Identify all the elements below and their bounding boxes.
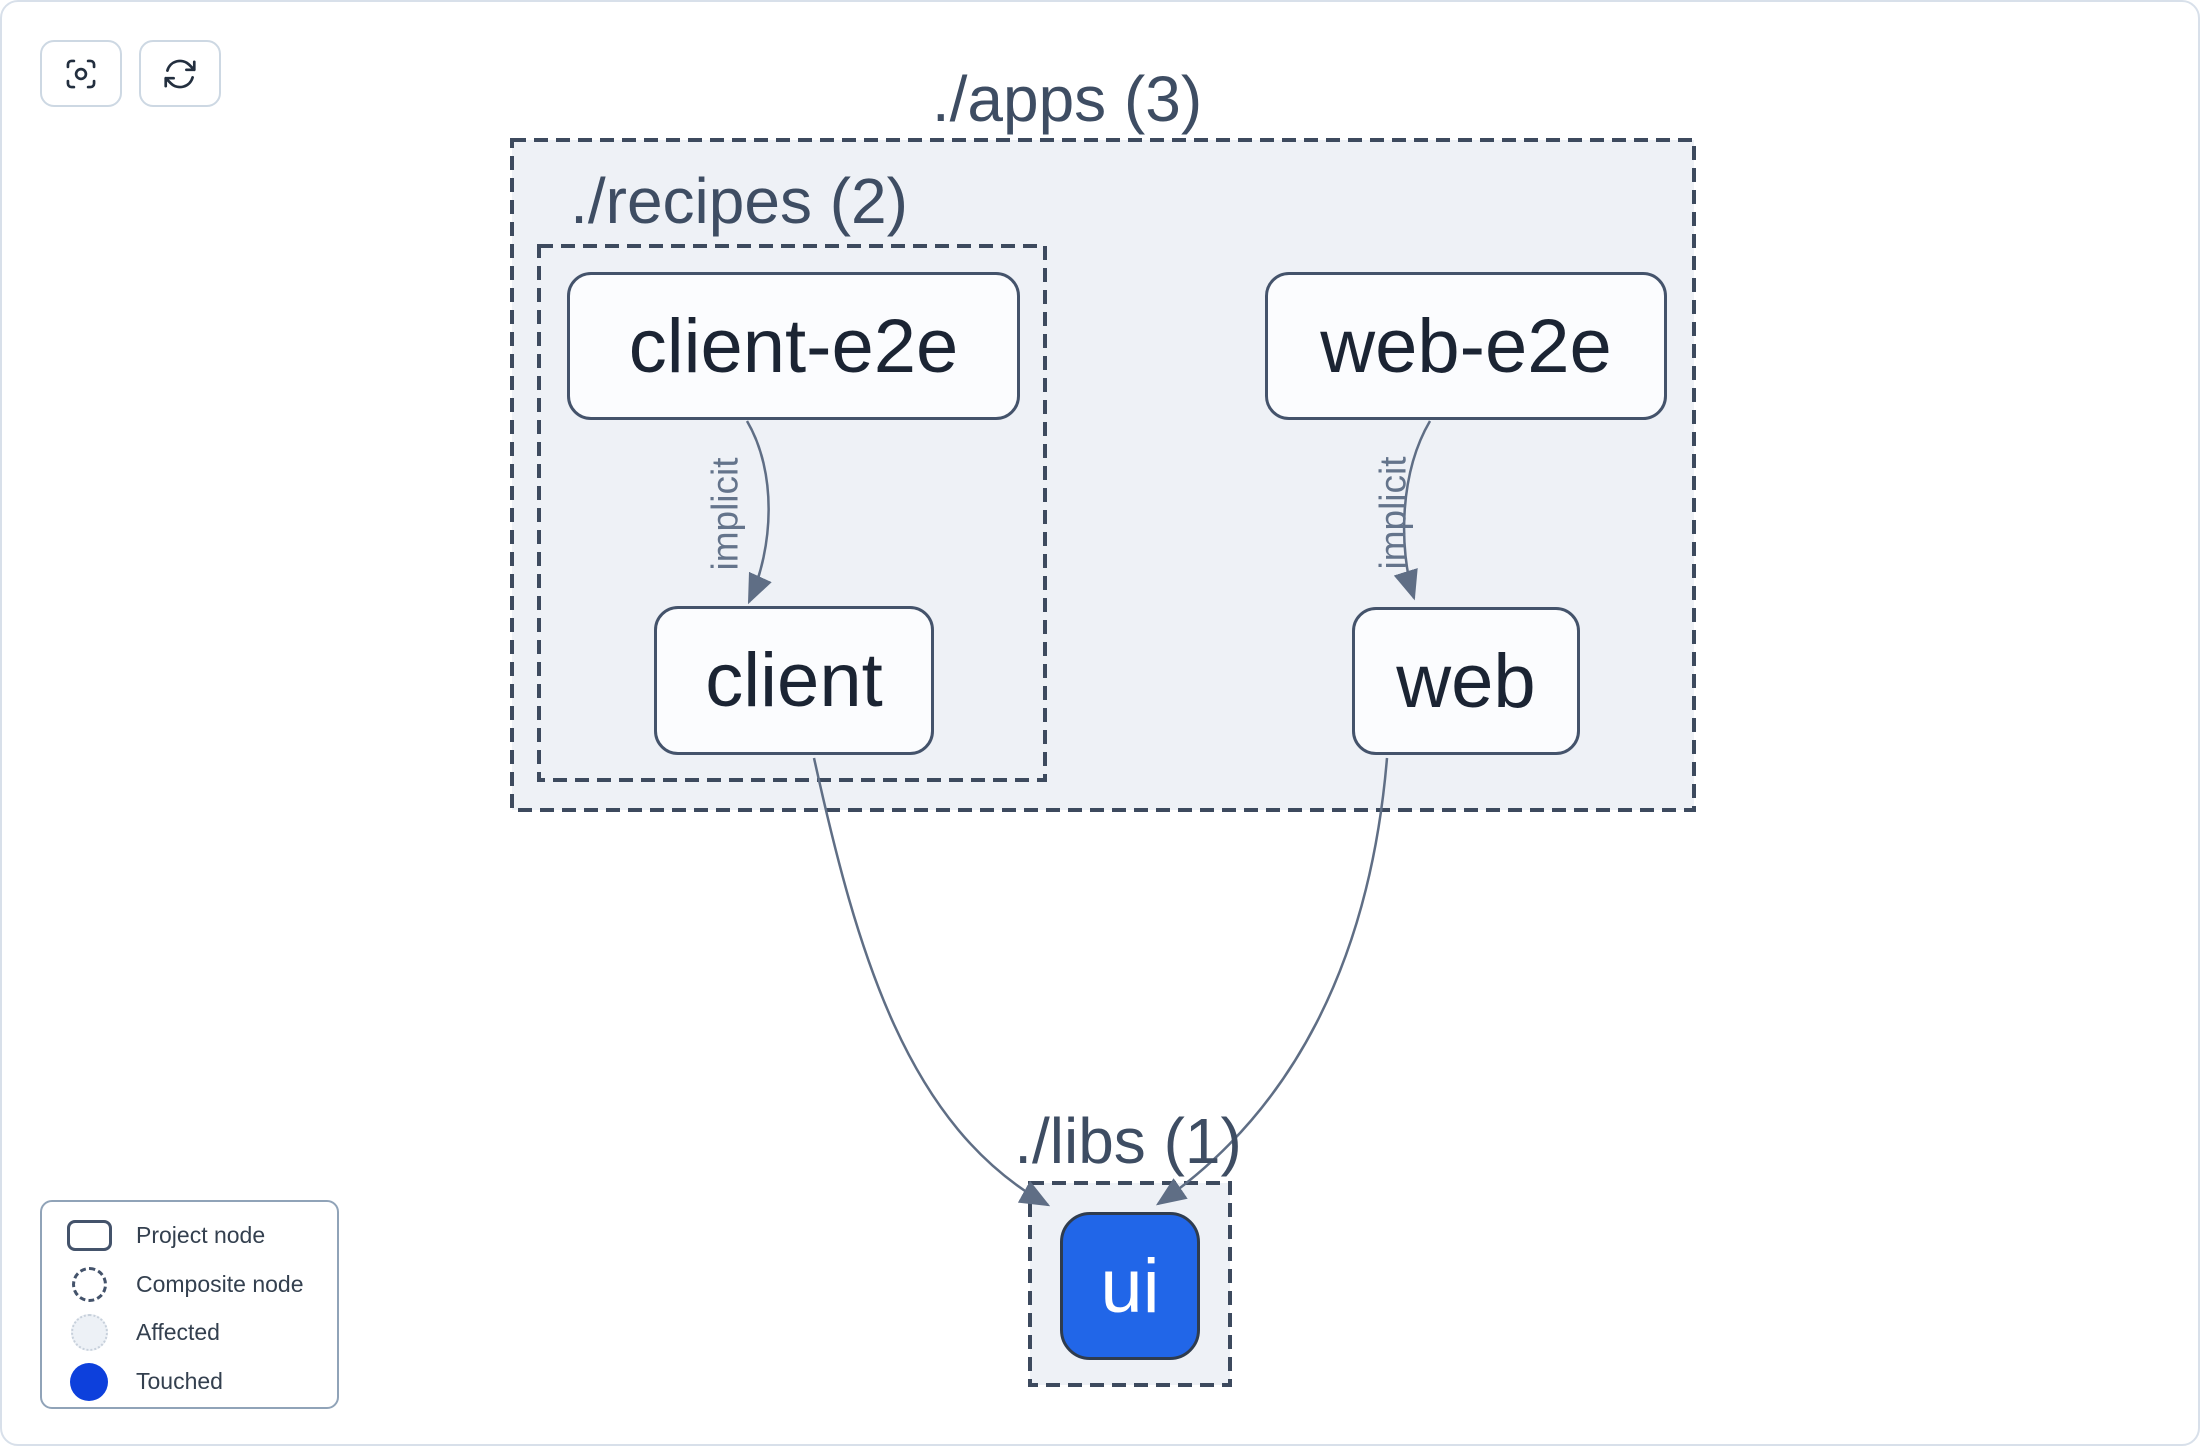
refresh-button[interactable] bbox=[139, 40, 221, 107]
legend-label: Project node bbox=[136, 1221, 266, 1248]
legend-item-touched: Touched bbox=[64, 1358, 337, 1405]
edge-client-e2e-to-client[interactable] bbox=[745, 420, 772, 605]
composite-box-recipes[interactable] bbox=[537, 244, 1047, 782]
edge-label-implicit-web: implicit bbox=[1373, 456, 1414, 570]
legend-item-affected: Affected bbox=[64, 1309, 337, 1356]
touched-swatch bbox=[64, 1362, 114, 1401]
legend-label: Affected bbox=[136, 1319, 220, 1346]
edge-web-e2e-to-web[interactable] bbox=[1393, 420, 1432, 601]
edge-web-to-ui[interactable] bbox=[1155, 757, 1389, 1206]
affected-swatch bbox=[64, 1314, 114, 1352]
graph-toolbar bbox=[40, 40, 221, 107]
group-label-libs[interactable]: ./libs (1) bbox=[1014, 1105, 1242, 1177]
legend: Project node Composite node Affected Tou… bbox=[40, 1200, 339, 1409]
node-ui[interactable]: ui bbox=[1060, 1212, 1200, 1360]
group-label-apps[interactable]: ./apps (3) bbox=[931, 63, 1203, 135]
edge-label-implicit-client: implicit bbox=[705, 457, 746, 571]
node-client[interactable]: client bbox=[654, 606, 934, 755]
group-label-recipes[interactable]: ./recipes (2) bbox=[570, 165, 908, 237]
node-web-e2e[interactable]: web-e2e bbox=[1265, 272, 1667, 420]
edge-client-to-ui[interactable] bbox=[812, 757, 1051, 1207]
composite-node-swatch bbox=[64, 1266, 114, 1302]
node-client-e2e[interactable]: client-e2e bbox=[567, 272, 1020, 420]
refresh-icon bbox=[164, 59, 196, 88]
node-web[interactable]: web bbox=[1352, 607, 1580, 755]
legend-label: Touched bbox=[136, 1368, 223, 1395]
project-node-swatch bbox=[64, 1219, 114, 1251]
legend-label: Composite node bbox=[136, 1270, 304, 1297]
legend-item-project-node: Project node bbox=[64, 1212, 337, 1259]
legend-item-composite-node: Composite node bbox=[64, 1261, 337, 1308]
viewfinder-icon bbox=[66, 59, 96, 88]
center-graph-button[interactable] bbox=[40, 40, 122, 107]
